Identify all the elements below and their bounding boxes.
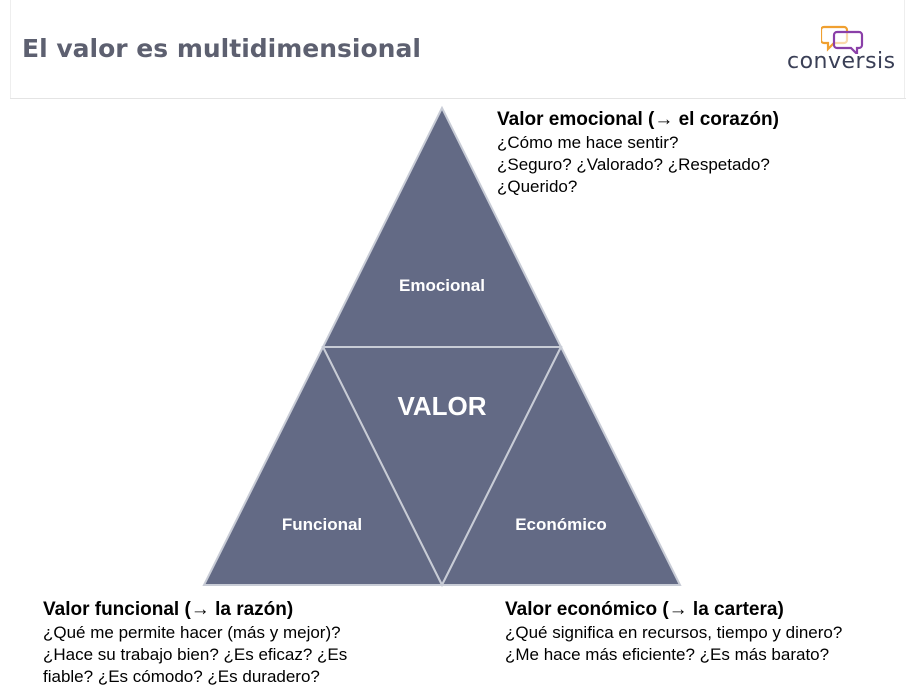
header-border-left <box>10 0 11 99</box>
label-economico: Económico <box>515 515 607 534</box>
triangle-funcional <box>202 344 444 586</box>
line-economico-2: ¿Me hace más eficiente? ¿Es más barato? <box>505 645 830 664</box>
line-funcional-1: ¿Qué me permite hacer (más y mejor)? <box>43 623 341 642</box>
triangle-economico <box>440 344 682 586</box>
speech-bubbles-icon <box>821 25 864 54</box>
logo-text: conversis <box>787 49 896 74</box>
block-funcional: Valor funcional (→ la razón) ¿Qué me per… <box>43 598 463 688</box>
page-title: El valor es multidimensional <box>22 34 421 63</box>
line-funcional-2: ¿Hace su trabajo bien? ¿Es eficaz? ¿Es <box>43 645 348 664</box>
line-economico-1: ¿Qué significa en recursos, tiempo y din… <box>505 623 843 642</box>
header-divider <box>10 98 906 99</box>
label-valor: VALOR <box>397 391 487 421</box>
block-emocional: Valor emocional (→ el corazón) ¿Cómo me … <box>497 108 897 198</box>
header-border-right <box>904 0 905 99</box>
label-funcional: Funcional <box>281 515 363 534</box>
heading-emocional: Valor emocional (→ el corazón) <box>497 109 779 130</box>
line-funcional-3: fiable? ¿Es cómodo? ¿Es duradero? <box>43 667 320 686</box>
conversis-logo: conversis <box>787 24 899 80</box>
line-emocional-3: ¿Querido? <box>497 177 578 196</box>
heading-funcional: Valor funcional (→ la razón) <box>43 599 294 620</box>
line-emocional-2: ¿Seguro? ¿Valorado? ¿Respetado? <box>497 155 770 174</box>
block-economico: Valor económico (→ la cartera) ¿Qué sign… <box>505 598 900 666</box>
label-emocional: Emocional <box>399 276 485 295</box>
line-emocional-1: ¿Cómo me hace sentir? <box>497 133 679 152</box>
heading-economico: Valor económico (→ la cartera) <box>505 599 784 620</box>
